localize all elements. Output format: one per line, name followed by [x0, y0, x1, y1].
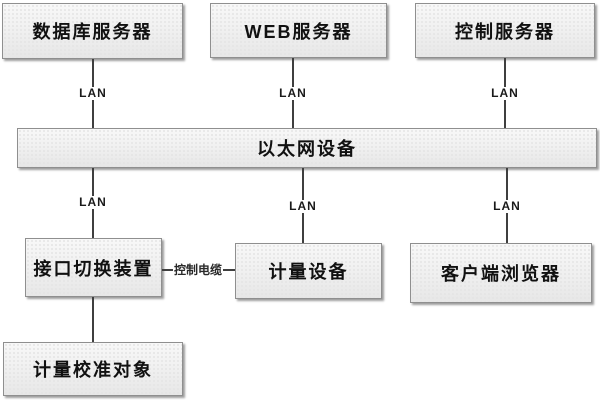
node-client-browser-label: 客户端浏览器 [441, 264, 561, 284]
node-web-server: WEB服务器 [210, 3, 387, 58]
node-metering-device-label: 计量设备 [268, 262, 349, 282]
node-interface-switch-label: 接口切换装置 [33, 258, 154, 279]
node-client-browser: 客户端浏览器 [410, 243, 592, 303]
node-database-server-label: 数据库服务器 [32, 22, 153, 42]
edge-label-lan-database: LAN [76, 87, 110, 100]
node-ethernet-device-label: 以太网设备 [257, 139, 357, 159]
node-ethernet-device: 以太网设备 [17, 128, 597, 168]
node-control-server-label: 控制服务器 [455, 21, 555, 42]
node-interface-switch: 接口切换装置 [25, 238, 162, 297]
node-calibration-object-label: 计量校准对象 [33, 360, 153, 380]
node-calibration-object: 计量校准对象 [3, 342, 183, 396]
edge-label-lan-metering-device: LAN [286, 200, 320, 213]
edge-label-control-cable: 控制电缆 [172, 263, 224, 277]
edge-label-lan-client-browser: LAN [490, 200, 524, 213]
edge-label-lan-interface-switch: LAN [76, 196, 110, 209]
edge-interface-switch-to-calibration-object [92, 297, 94, 342]
edge-label-lan-control: LAN [488, 87, 522, 100]
node-web-server-label: WEB服务器 [244, 21, 353, 42]
node-database-server: 数据库服务器 [2, 3, 183, 59]
node-metering-device: 计量设备 [235, 243, 382, 299]
edge-label-lan-web: LAN [276, 87, 310, 100]
node-control-server: 控制服务器 [415, 3, 595, 58]
